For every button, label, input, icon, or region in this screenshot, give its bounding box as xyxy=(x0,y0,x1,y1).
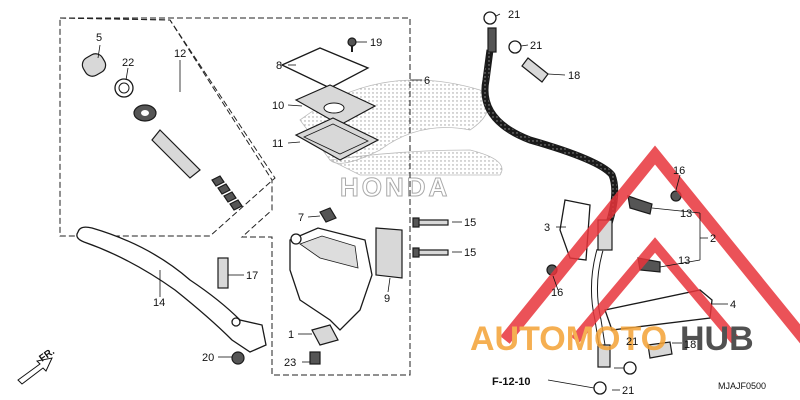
watermark-auto-moto: AUTOMOTO xyxy=(470,320,667,358)
callout-7: 7 xyxy=(298,212,304,224)
clamp-13-upper xyxy=(627,195,653,215)
switch-1-part xyxy=(311,324,339,346)
oil-bolt-18-upper xyxy=(521,57,549,83)
callout-5: 5 xyxy=(96,32,102,44)
callout-11: 11 xyxy=(272,138,283,150)
callout-6: 6 xyxy=(424,75,430,87)
nut-20-part xyxy=(231,351,245,365)
callout-16-upper: 16 xyxy=(673,165,685,177)
callout-21-a: 21 xyxy=(508,9,520,21)
callout-1: 1 xyxy=(288,329,294,341)
clip-7-part xyxy=(319,207,337,223)
callout-23: 23 xyxy=(284,357,296,369)
master-cylinder-body xyxy=(289,207,403,365)
sealing-washer-21-c xyxy=(593,381,607,395)
callout-16-lower: 16 xyxy=(551,287,563,299)
callout-8: 8 xyxy=(276,60,282,72)
honda-logo-text: HONDA xyxy=(340,172,450,202)
hose-clamps xyxy=(546,190,713,331)
hose-fitting-lower xyxy=(597,344,611,368)
callout-15-lower: 15 xyxy=(464,247,476,259)
reference-label: F-12-10 xyxy=(492,376,531,388)
callout-20: 20 xyxy=(202,352,214,364)
brake-hose-part xyxy=(481,11,673,395)
oil-bolt-18-lower xyxy=(647,341,673,359)
bolt-15-upper xyxy=(417,219,449,226)
callout-21-d: 21 xyxy=(622,385,634,397)
callout-12: 12 xyxy=(174,48,186,60)
front-arrow-icon xyxy=(17,357,53,385)
callout-21-c: 21 xyxy=(626,336,638,348)
diagram-code: MJAJF0500 xyxy=(718,381,766,391)
screw-19-part xyxy=(347,37,357,47)
callout-numbers: 5 22 12 8 10 11 19 6 7 15 15 9 1 23 17 2… xyxy=(96,9,736,397)
boot-part xyxy=(81,53,107,77)
callout-3: 3 xyxy=(544,222,550,234)
callout-13-upper: 13 xyxy=(680,208,692,220)
callout-22: 22 xyxy=(122,57,134,69)
piston-part xyxy=(151,129,201,179)
reservoir-cover-parts xyxy=(280,37,380,161)
callout-15-upper: 15 xyxy=(464,217,476,229)
callout-14: 14 xyxy=(153,297,165,309)
bolt-15-lower xyxy=(417,249,449,256)
callout-21-b: 21 xyxy=(530,40,542,52)
callout-9: 9 xyxy=(384,293,390,305)
front-direction-indicator: FR. xyxy=(17,346,57,385)
pivot-bolt-17-part xyxy=(217,257,229,289)
callout-4: 4 xyxy=(730,299,736,311)
spring-part xyxy=(211,175,243,211)
callout-17: 17 xyxy=(246,270,258,282)
callout-2: 2 xyxy=(710,233,716,245)
sealing-washer-21-d xyxy=(623,361,637,375)
leader-lines xyxy=(97,13,728,391)
reservoir-cap-part xyxy=(280,47,370,89)
holder-bolts xyxy=(412,217,449,258)
sealing-washer-21-b xyxy=(508,40,522,54)
diaphragm-part xyxy=(294,117,380,161)
watermark-hub: HUB xyxy=(680,320,754,358)
piston-kit-parts xyxy=(81,53,243,211)
holder-9-part xyxy=(375,227,403,279)
callout-18-upper: 18 xyxy=(568,70,580,82)
piston-kit-group-box xyxy=(59,17,276,237)
callout-19: 19 xyxy=(370,37,382,49)
sealing-washer-21-a xyxy=(483,11,497,25)
callout-18-lower: 18 xyxy=(684,339,696,351)
callout-10: 10 xyxy=(272,100,284,112)
automotohub-watermark: AUTOMOTO HUB xyxy=(470,145,800,358)
callout-13-lower: 13 xyxy=(678,255,690,267)
screw-23-part xyxy=(309,351,321,365)
brake-lever-part xyxy=(76,226,267,365)
